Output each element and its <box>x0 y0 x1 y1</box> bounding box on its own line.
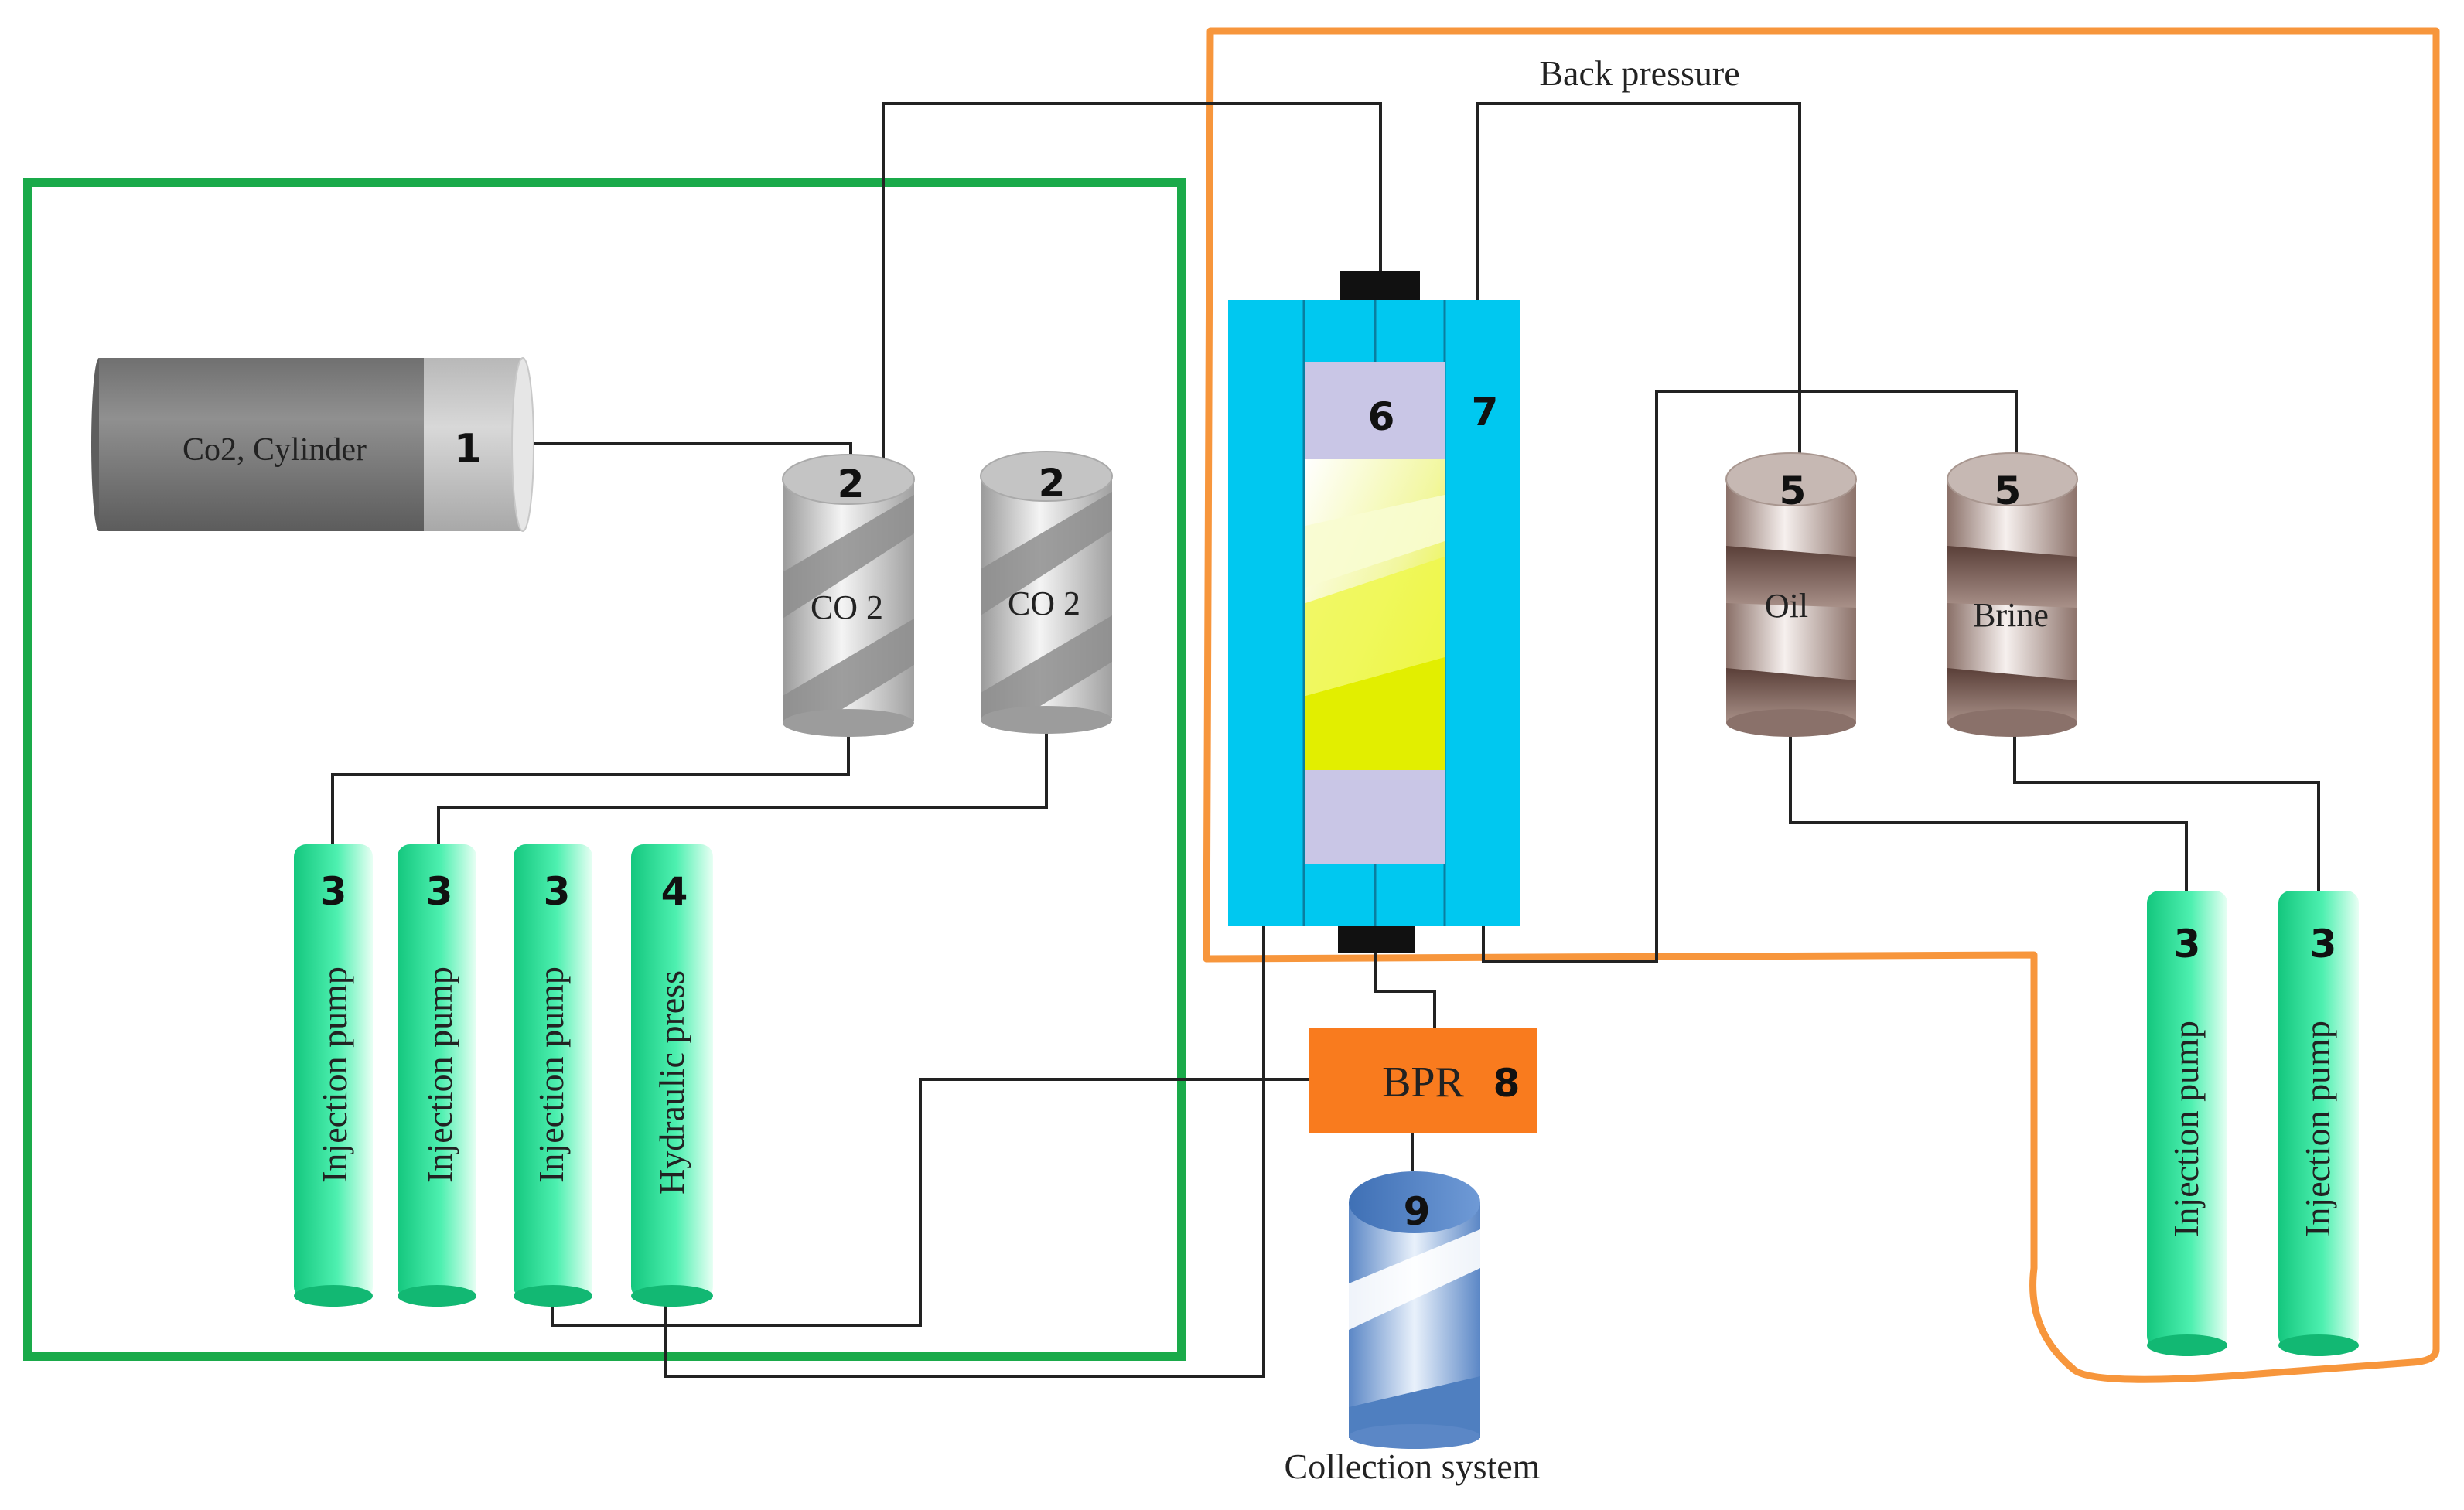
co2-cylinder-number: 1 <box>454 426 482 472</box>
oil-vessel-label: Oil <box>1765 587 1808 625</box>
injection-pump-4: 3 Injection pump <box>2147 891 2227 1356</box>
co2-vessel-a-label: CO 2 <box>811 588 883 626</box>
injection-pump-3-number: 3 <box>544 869 571 914</box>
collection-system-label: Collection system <box>1285 1447 1541 1486</box>
pipe-pump3-to-bpr <box>551 1078 1309 1327</box>
brine-vessel-number: 5 <box>1995 469 2022 513</box>
co2-vessel-a-number: 2 <box>838 462 865 506</box>
injection-pump-2: 3 Injection pump <box>398 844 476 1307</box>
bpr-label: BPR <box>1382 1058 1464 1106</box>
oil-vessel: 5 Oil <box>1725 452 1857 737</box>
pipe-brine-to-pump <box>2013 736 2320 891</box>
bpr: BPR 8 <box>1309 1028 1537 1133</box>
pipe-co2a-to-pump1 <box>331 736 850 844</box>
injection-pump-3-label: Injection pump <box>531 966 571 1183</box>
pipes <box>331 102 2320 1378</box>
co2-cylinder: Co2, Cylinder 1 <box>91 357 534 532</box>
hydraulic-press-number: 4 <box>661 869 688 914</box>
oil-vessel-number: 5 <box>1780 469 1807 513</box>
core-holder: 6 7 <box>1228 271 1520 953</box>
injection-pump-2-label: Injection pump <box>420 966 459 1183</box>
co2-injection-region <box>23 178 1186 1361</box>
back-pressure-label: Back pressure <box>1539 53 1739 93</box>
bpr-number: 8 <box>1493 1061 1520 1106</box>
pipe-core-to-bpr <box>1374 951 1436 1028</box>
co2-vessel-b: 2 CO 2 <box>980 451 1113 734</box>
brine-vessel: 5 Brine <box>1947 452 2078 737</box>
hydraulic-press: 4 Hydraulic press <box>631 844 713 1307</box>
core-number: 6 <box>1368 394 1395 439</box>
pipe-press-to-core <box>664 926 1265 1378</box>
hydraulic-press-label: Hydraulic press <box>652 970 691 1195</box>
core-sample <box>1305 362 1445 864</box>
injection-pump-5: 3 Injection pump <box>2278 891 2359 1356</box>
core-flooding-region <box>1203 27 2440 1383</box>
co2-vessel-a: 2 CO 2 <box>782 454 915 737</box>
injection-pump-1-number: 3 <box>320 869 347 914</box>
pipe-back-pressure <box>1476 102 1801 462</box>
pipe-co2-to-core-inlet <box>882 102 1382 462</box>
core-holder-number: 7 <box>1472 390 1499 435</box>
injection-pump-1: 3 Injection pump <box>294 844 373 1307</box>
pipe-core-to-fluid-vessels <box>1482 390 2018 963</box>
injection-pump-5-label: Injection pump <box>2298 1021 2337 1237</box>
pipe-co2b-to-pump2 <box>437 733 1048 844</box>
pipe-oil-to-pump <box>1789 736 2188 891</box>
co2-vessel-b-label: CO 2 <box>1008 585 1080 622</box>
pipe-cylinder-to-co2 <box>534 442 852 460</box>
injection-pump-5-number: 3 <box>2310 922 2337 966</box>
injection-pump-4-number: 3 <box>2174 922 2201 966</box>
collection-system: 9 Collection system <box>1285 1171 1541 1486</box>
brine-vessel-label: Brine <box>1973 596 2049 634</box>
injection-pump-4-label: Injection pump <box>2166 1021 2206 1237</box>
collection-number: 9 <box>1404 1189 1431 1234</box>
injection-pump-3: 3 Injection pump <box>514 844 592 1307</box>
injection-pump-2-number: 3 <box>426 869 453 914</box>
injection-pump-1-label: Injection pump <box>315 966 354 1183</box>
co2-vessel-b-number: 2 <box>1039 461 1066 506</box>
co2-cylinder-label: Co2, Cylinder <box>183 432 367 468</box>
